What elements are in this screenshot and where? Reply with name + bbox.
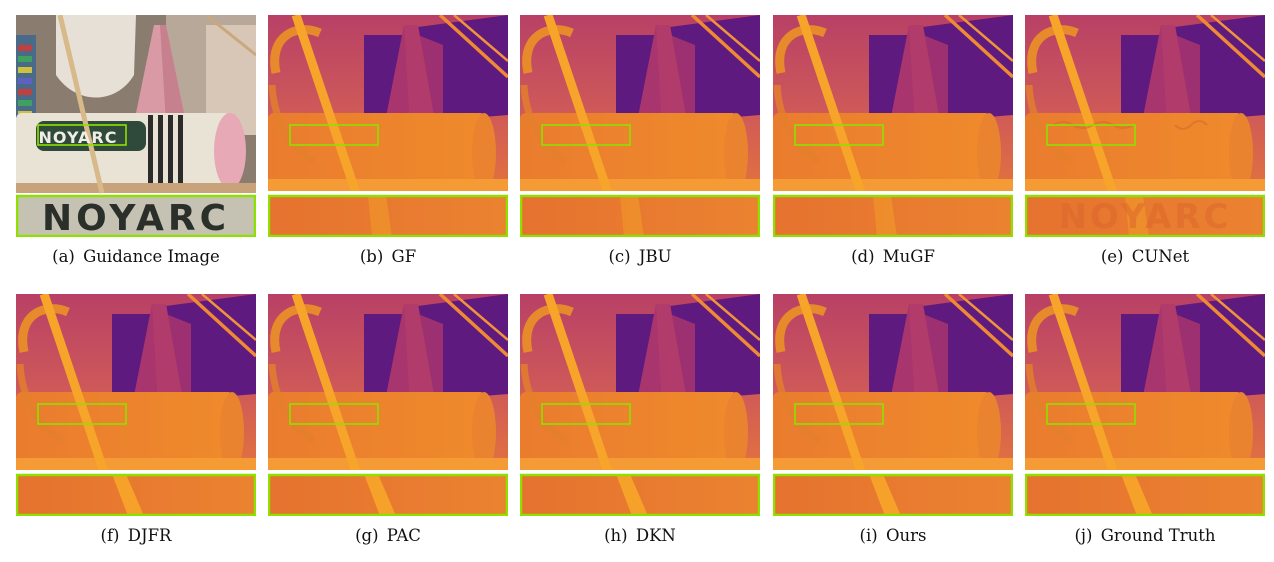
caption-method-name: JBU bbox=[638, 247, 672, 266]
panel-caption: (e) CUNet bbox=[1025, 247, 1265, 266]
caption-method-name: DJFR bbox=[127, 526, 172, 545]
panel-caption: (g) PAC bbox=[268, 526, 508, 545]
panel-caption: (a) Guidance Image bbox=[16, 247, 256, 266]
caption-label: (c) bbox=[608, 247, 631, 266]
depth-map bbox=[773, 294, 1013, 516]
caption-label: (f) bbox=[100, 526, 120, 545]
panel-mugf: (d) MuGF bbox=[773, 15, 1013, 266]
panel-dkn: (h) DKN bbox=[520, 294, 760, 545]
depth-map bbox=[1025, 294, 1265, 516]
depth-map bbox=[520, 294, 760, 516]
depth-map: NOYARC bbox=[1025, 15, 1265, 237]
panel-caption: (h) DKN bbox=[520, 526, 760, 545]
svg-text:NOYARC: NOYARC bbox=[42, 198, 230, 237]
panel-caption: (b) GF bbox=[268, 247, 508, 266]
caption-method-name: PAC bbox=[386, 526, 421, 545]
depth-map bbox=[268, 294, 508, 516]
caption-label: (j) bbox=[1074, 526, 1093, 545]
caption-method-name: GF bbox=[391, 247, 417, 266]
panel-gf: (b) GF bbox=[268, 15, 508, 266]
depth-map bbox=[520, 15, 760, 237]
guidance-image: NOYARC NOYARC bbox=[16, 15, 256, 237]
panel-caption: (c) JBU bbox=[520, 247, 760, 266]
panel-cunet: NOYARC (e) CUNet bbox=[1025, 15, 1265, 266]
caption-method-name: Ours bbox=[885, 526, 927, 545]
caption-method-name: Ground Truth bbox=[1100, 526, 1216, 545]
panel-jbu: (c) JBU bbox=[520, 15, 760, 266]
panel-pac: (g) PAC bbox=[268, 294, 508, 545]
panel-ours: (i) Ours bbox=[773, 294, 1013, 545]
caption-method-name: CUNet bbox=[1131, 247, 1190, 266]
svg-text:NOYARC: NOYARC bbox=[1059, 197, 1232, 237]
panel-caption: (d) MuGF bbox=[773, 247, 1013, 266]
caption-label: (a) bbox=[52, 247, 75, 266]
panel-djfr: (f) DJFR bbox=[16, 294, 256, 545]
caption-method-name: MuGF bbox=[882, 247, 935, 266]
depth-map bbox=[268, 15, 508, 237]
panel-caption: (j) Ground Truth bbox=[1025, 526, 1265, 545]
caption-method-name: DKN bbox=[635, 526, 676, 545]
panel-guidance-image: NOYARC NOYARC (a) Guidance Image bbox=[16, 15, 256, 266]
caption-label: (e) bbox=[1100, 247, 1124, 266]
depth-map bbox=[773, 15, 1013, 237]
caption-method-name: Guidance Image bbox=[83, 247, 220, 266]
caption-label: (d) bbox=[851, 247, 875, 266]
panel-caption: (f) DJFR bbox=[16, 526, 256, 545]
panel-ground-truth: (j) Ground Truth bbox=[1025, 294, 1265, 545]
caption-label: (h) bbox=[604, 526, 628, 545]
caption-label: (b) bbox=[359, 247, 384, 266]
guidance-text: NOYARC bbox=[39, 128, 118, 147]
panel-caption: (i) Ours bbox=[773, 526, 1013, 545]
caption-label: (i) bbox=[859, 526, 878, 545]
depth-map bbox=[16, 294, 256, 516]
caption-label: (g) bbox=[355, 526, 379, 545]
